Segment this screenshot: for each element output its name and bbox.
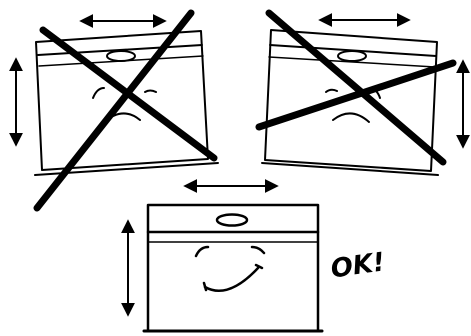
panel-bottom-correct xyxy=(128,186,322,331)
x-mark-icon xyxy=(37,13,214,208)
handle-left xyxy=(107,51,135,61)
handle-bottom xyxy=(217,215,247,226)
machine-box-bottom xyxy=(148,205,318,331)
handle-right xyxy=(338,51,366,61)
face-icon xyxy=(196,247,264,291)
panel-right-incorrect xyxy=(259,13,463,175)
panel-left-incorrect xyxy=(16,13,218,208)
ok-label: OK! xyxy=(329,247,387,284)
